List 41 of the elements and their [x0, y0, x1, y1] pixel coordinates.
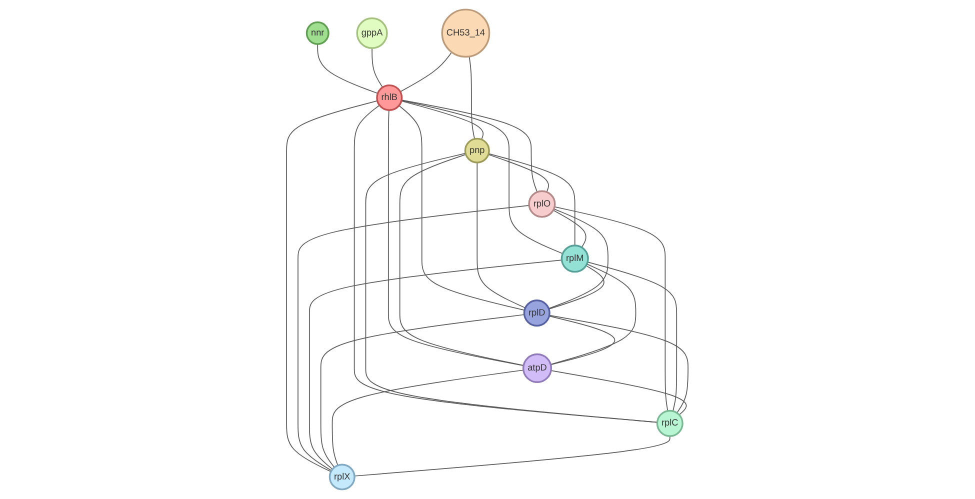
connector [401, 100, 564, 254]
connector [354, 436, 670, 476]
node-circle: rplC [656, 410, 684, 437]
node-circle: rplX [329, 464, 356, 490]
connector [286, 100, 378, 472]
connector [587, 262, 678, 412]
connector [298, 205, 530, 472]
connector [354, 104, 658, 423]
connector [548, 208, 609, 309]
connector [366, 152, 658, 423]
node-circle: rplM [561, 244, 590, 273]
connector [549, 314, 689, 414]
node-circle: rplD [524, 300, 551, 327]
connector [320, 314, 525, 468]
connector [332, 370, 524, 466]
connector [550, 370, 687, 416]
connector [400, 52, 452, 92]
connector [488, 153, 576, 246]
node-circle: rplO [528, 190, 556, 218]
node-circle: rhlB [376, 84, 403, 111]
connector [469, 56, 476, 140]
node-circle: CH53_14 [441, 8, 490, 58]
connector [550, 264, 636, 365]
connector [309, 260, 562, 470]
connector [548, 316, 616, 366]
connector [401, 100, 484, 140]
connector [401, 100, 538, 192]
node-circle: atpD [522, 353, 552, 384]
connector [388, 110, 524, 366]
connector [488, 154, 550, 192]
node-circle: nnr [306, 21, 330, 45]
connector [554, 206, 668, 412]
connector [548, 265, 605, 310]
connector [317, 44, 378, 94]
node-circle: pnp [464, 138, 490, 164]
node-circle: gppA [356, 17, 388, 49]
connector [553, 210, 587, 248]
connector [476, 162, 526, 308]
connector [400, 154, 524, 366]
connector [372, 48, 384, 88]
connector [398, 105, 526, 311]
